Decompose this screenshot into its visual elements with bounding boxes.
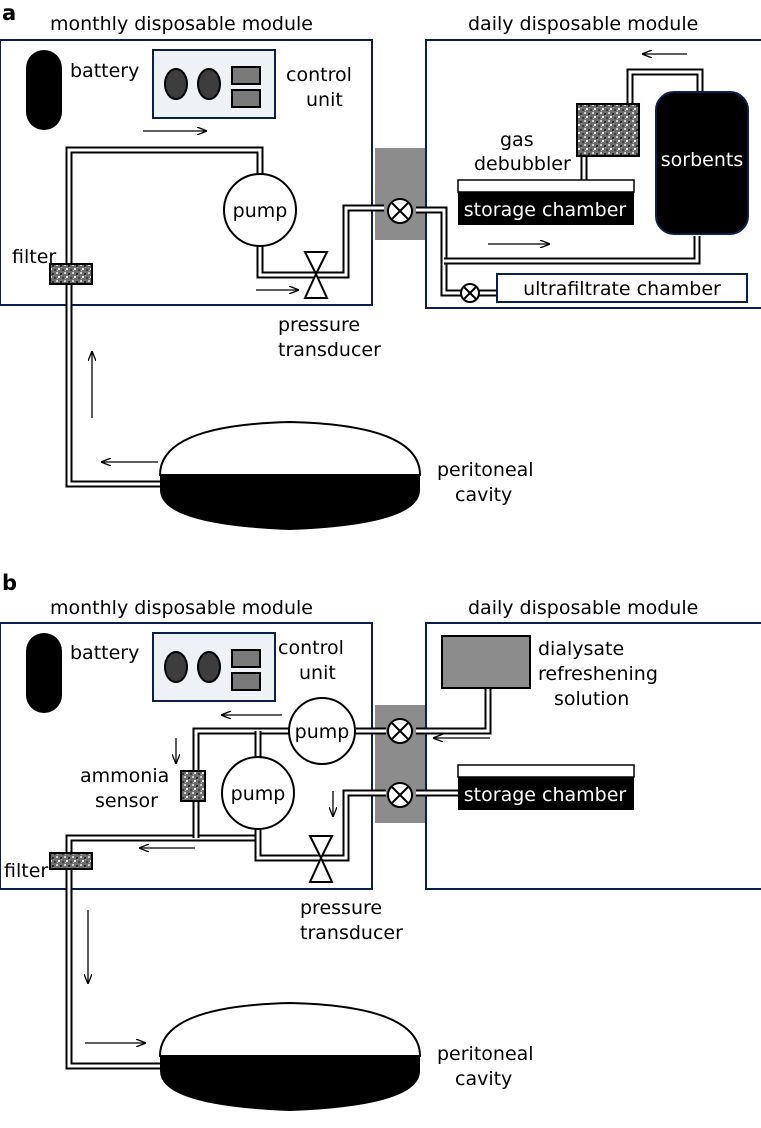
storage-chamber-b <box>457 764 635 810</box>
gas-debubbler-label-2: debubbler <box>474 153 571 175</box>
pressure-transducer-label-1-b: pressure <box>300 897 382 919</box>
pump-icon-top-b <box>288 697 356 765</box>
panel-a-letter: a <box>2 1 16 25</box>
pressure-transducer-label-1: pressure <box>278 314 360 336</box>
filter-icon-b <box>49 852 93 870</box>
pump-icon <box>223 173 297 247</box>
dialysate-label-3: solution <box>554 688 629 710</box>
peritoneal-cavity-label-1: peritoneal <box>437 459 534 481</box>
pump-label: pump <box>233 200 288 222</box>
monthly-module-title: monthly disposable module <box>50 13 313 35</box>
sorbents-icon <box>655 91 749 235</box>
control-unit-label-1-b: control <box>278 637 344 659</box>
valve-icon <box>387 198 413 224</box>
daily-module-title: daily disposable module <box>468 13 698 35</box>
flow-arrows-b <box>85 715 490 1043</box>
storage-chamber-label: storage chamber <box>464 199 627 221</box>
control-unit-b <box>152 632 276 702</box>
valve-top-icon <box>387 718 413 744</box>
ultrafiltrate-chamber <box>496 273 748 303</box>
pressure-transducer-label-2: transducer <box>278 339 381 361</box>
pump-icon-bottom-b <box>221 756 295 830</box>
battery-label: battery <box>70 60 139 82</box>
pressure-transducer-label-2-b: transducer <box>300 922 403 944</box>
peritoneal-cavity-label-1-b: peritoneal <box>437 1043 534 1065</box>
battery-label-b: battery <box>70 642 139 664</box>
dialysate-label-2: refreshening <box>538 663 658 685</box>
control-unit-label-2: unit <box>306 89 343 111</box>
ammonia-sensor-label-2: sensor <box>95 790 158 812</box>
battery-icon <box>26 50 62 130</box>
pump-label-bottom-b: pump <box>231 783 286 805</box>
panel-b: b monthly disposable module daily dispos… <box>0 571 761 1111</box>
peritoneal-cavity <box>158 420 422 530</box>
panel-a: a monthly disposable module daily dispos… <box>0 1 761 530</box>
monthly-module-title-b: monthly disposable module <box>50 597 313 619</box>
filter-icon <box>49 263 93 285</box>
panel-b-letter: b <box>2 571 17 595</box>
dialysate-label-1: dialysate <box>538 638 624 660</box>
sorbents-label: sorbents <box>661 149 743 171</box>
flow-arrows-a <box>92 54 687 462</box>
filter-label: filter <box>12 246 56 268</box>
peritoneal-cavity-label-2: cavity <box>455 484 512 506</box>
pressure-transducer-icon <box>303 251 329 299</box>
ultrafiltrate-chamber-label: ultrafiltrate chamber <box>523 278 721 300</box>
tubing-b <box>65 688 492 1070</box>
battery-icon-b <box>26 633 62 713</box>
peritoneal-cavity-b <box>158 1001 422 1111</box>
control-unit-label-2-b: unit <box>299 662 336 684</box>
gas-debubbler-icon <box>576 103 640 157</box>
control-unit <box>152 49 276 119</box>
control-unit-label-1: control <box>286 64 352 86</box>
filter-label-b: filter <box>4 860 48 882</box>
pump-label-top-b: pump <box>295 721 350 743</box>
peritoneal-cavity-label-2-b: cavity <box>455 1068 512 1090</box>
connector-block <box>375 148 425 240</box>
storage-chamber <box>457 179 635 225</box>
dialysate-reservoir <box>441 635 531 689</box>
valve-bottom-icon <box>387 782 413 808</box>
ammonia-sensor-label-1: ammonia <box>80 765 169 787</box>
gas-debubbler-label-1: gas <box>500 129 534 151</box>
daily-module-title-b: daily disposable module <box>468 597 698 619</box>
storage-chamber-label-b: storage chamber <box>464 784 627 806</box>
valve-small-icon <box>460 283 480 303</box>
pressure-transducer-icon-b <box>308 835 334 883</box>
ammonia-sensor-icon <box>180 770 206 802</box>
